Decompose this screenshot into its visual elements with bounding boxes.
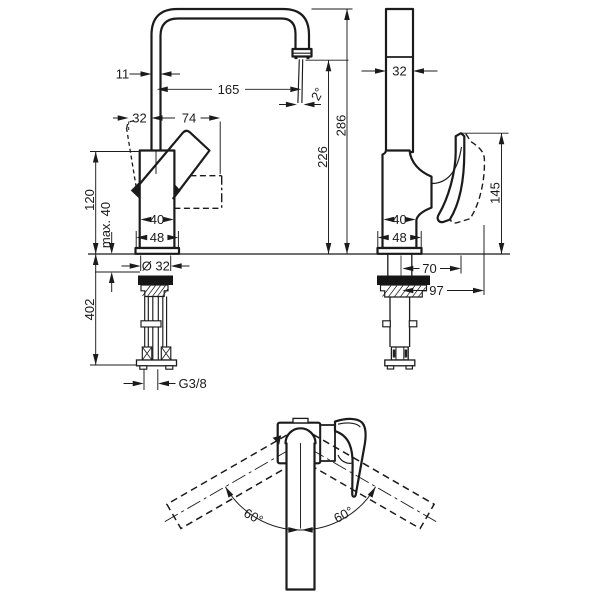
spout-column: [384, 7, 415, 154]
handle-top: [333, 417, 367, 498]
handle-dashed-back: [125, 120, 137, 187]
dim-stream-angle: 2°: [308, 85, 327, 103]
body-outline: [381, 149, 433, 250]
side-view: 11 165 32 74 2° 226: [82, 7, 510, 391]
side-dimensions: 11 165 32 74 2° 226: [82, 8, 353, 391]
dim-swivel-left: 60°: [241, 505, 265, 527]
dim-reach: 165: [218, 82, 240, 97]
dim-max-mount: max. 40: [98, 202, 113, 248]
dim-base-width: 48: [392, 230, 406, 245]
below-deck-hardware: [377, 254, 430, 370]
dim-body-width: 40: [392, 212, 406, 227]
base-plate: [134, 246, 181, 255]
dim-handle-height: 145: [488, 182, 503, 204]
nut-hatch: [142, 285, 169, 297]
front-view: 32 145 40 48 70 97: [361, 7, 509, 370]
dim-body-width: 40: [150, 212, 164, 227]
dim-thread: G3/8: [179, 376, 207, 391]
dim-hole-dia: Ø 32: [142, 259, 170, 274]
spout-outline: [150, 7, 313, 152]
spout-pivot: [284, 427, 317, 445]
foot-plate: [384, 359, 416, 367]
threaded-rod: [152, 296, 159, 360]
dim-height-to-spout: 226: [315, 146, 330, 168]
dim-center-to-handle: 70: [422, 261, 436, 276]
handle-solid: [431, 132, 466, 224]
dim-pipe-width: 11: [116, 67, 130, 82]
dim-below-deck: 402: [82, 299, 97, 321]
water-stream: [297, 59, 304, 104]
base-plate: [376, 246, 423, 255]
top-view: 60° 60°: [163, 417, 438, 591]
spout-top: [285, 442, 316, 591]
dim-body-height: 120: [82, 189, 97, 211]
foam-washer: [377, 275, 430, 285]
dim-height-total: 286: [334, 115, 349, 137]
dim-base-width: 48: [150, 230, 164, 245]
dim-swivel-right: 60°: [331, 503, 355, 525]
mounting-nut: [140, 284, 169, 298]
dim-center-to-handle-max: 97: [429, 283, 443, 298]
below-deck-hardware: [95, 255, 178, 390]
foot-plate: [135, 359, 178, 367]
front-dimensions: 32 145 40 48 70 97: [361, 64, 509, 298]
dim-spout-width: 32: [392, 64, 406, 79]
dim-handle-travel: 74: [182, 111, 196, 126]
hose-clip: [140, 320, 162, 328]
dim-handle-back: 32: [132, 111, 146, 126]
handle-dashed-down: [174, 175, 223, 209]
handle-solid: [130, 129, 211, 200]
foam-washer: [138, 275, 173, 285]
